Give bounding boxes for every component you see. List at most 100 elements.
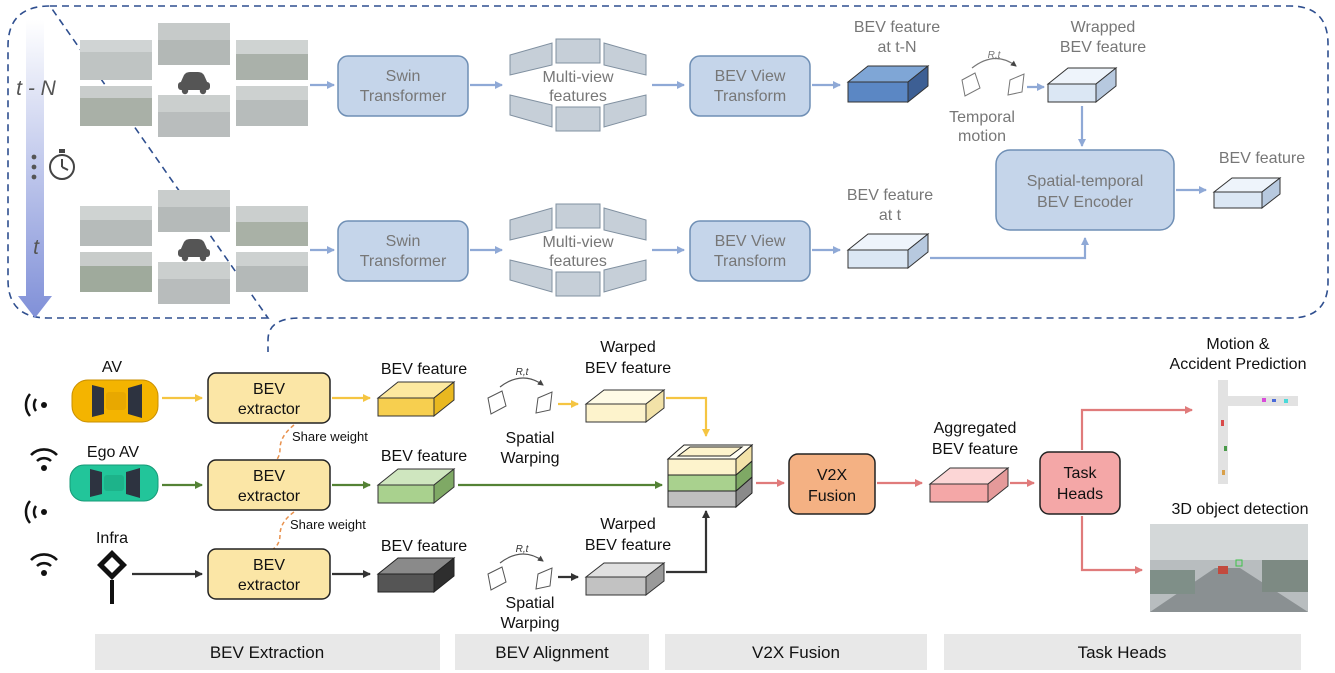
bev-feature-infra-label: BEV feature	[381, 538, 467, 555]
v2x-fusion-block: V2X Fusion	[788, 453, 876, 515]
motion-prediction-map	[1200, 378, 1298, 486]
warped-bev-cube-infra	[584, 561, 666, 597]
rt-label: R,t	[988, 50, 1002, 61]
svg-text:Heads: Heads	[1057, 486, 1103, 503]
bev-extractor-infra: BEV extractor	[207, 548, 331, 600]
object-detection-label: 3D object detection	[1172, 501, 1309, 518]
bev-feature-cube-t	[846, 232, 930, 270]
svg-text:Transformer: Transformer	[360, 88, 447, 105]
bev-feature-cube-ego	[376, 467, 456, 505]
timeline-label-top: t - N	[16, 77, 56, 100]
svg-text:extractor: extractor	[238, 488, 301, 505]
svg-text:Transform: Transform	[714, 88, 786, 105]
agent-infra-label: Infra	[96, 530, 128, 547]
camera-views-t-minus-n	[80, 23, 308, 137]
svg-text:Transformer: Transformer	[360, 253, 447, 270]
car-icon	[178, 239, 210, 262]
spatial-temporal-bev-encoder: Spatial-temporal BEV Encoder	[995, 149, 1175, 231]
wrapped-bev-feature-cube	[1046, 66, 1118, 104]
svg-text:Swin: Swin	[386, 68, 421, 85]
bev-feature-cube-av	[376, 380, 456, 418]
bev-feature-cube-t-minus-n	[846, 64, 930, 104]
svg-text:Spatial-temporal: Spatial-temporal	[1027, 173, 1144, 190]
rt-label-av: R,t	[516, 367, 530, 378]
spatial-warping-infra-sublabel: Warping	[501, 615, 560, 632]
bev-extractor-ego: BEV extractor	[207, 459, 331, 511]
aggregated-bev-label: Aggregated	[934, 420, 1017, 437]
stage-bev-extraction: BEV Extraction	[210, 643, 324, 662]
svg-text:Swin: Swin	[386, 233, 421, 250]
share-weight-label: Share weight	[290, 517, 366, 532]
svg-text:Multi-view: Multi-view	[542, 69, 614, 86]
aggregated-bev-cube	[928, 466, 1010, 504]
svg-text:features: features	[549, 253, 607, 270]
svg-text:BEV View: BEV View	[715, 233, 786, 250]
stage-bev-alignment: BEV Alignment	[495, 643, 609, 662]
bev-feature-av-label: BEV feature	[381, 361, 467, 378]
spatial-warp-icon-infra	[487, 553, 553, 591]
timeline-label-bottom: t	[33, 236, 40, 259]
svg-text:BEV: BEV	[253, 381, 285, 398]
svg-text:Fusion: Fusion	[808, 488, 856, 505]
svg-text:extractor: extractor	[238, 577, 301, 594]
agent-ego-av-label: Ego AV	[87, 444, 140, 461]
svg-text:V2X: V2X	[817, 467, 848, 484]
svg-text:BEV View: BEV View	[715, 68, 786, 85]
bev-feature-t-n-label: BEV feature	[854, 19, 940, 36]
aggregated-bev-sublabel: BEV feature	[932, 441, 1018, 458]
signal-icon	[24, 500, 47, 524]
rt-label-infra: R,t	[516, 544, 530, 555]
bev-view-transform-block-1: BEV View Transform	[689, 55, 811, 117]
temporal-motion-sublabel: motion	[958, 128, 1006, 145]
spatial-warping-infra-label: Spatial	[506, 595, 555, 612]
bev-view-transform-block-2: BEV View Transform	[689, 220, 811, 282]
stage-task-heads: Task Heads	[1078, 643, 1167, 662]
stacked-bev-features	[666, 443, 754, 509]
svg-text:Multi-view: Multi-view	[542, 234, 614, 251]
stopwatch-icon	[49, 149, 75, 180]
camera-views-t	[80, 190, 308, 304]
stage-v2x-fusion: V2X Fusion	[752, 643, 840, 662]
bev-feature-t-n-sublabel: at t-N	[877, 39, 916, 56]
wifi-icon	[30, 553, 58, 576]
svg-text:Transform: Transform	[714, 253, 786, 270]
car-icon	[178, 72, 210, 95]
warped-bev-infra-label: Warped	[600, 516, 655, 533]
swin-transformer-block-1: Swin Transformer	[337, 55, 469, 117]
svg-text:BEV Encoder: BEV Encoder	[1037, 194, 1134, 211]
multiview-features-2: Multi-view features	[509, 203, 647, 297]
bev-feature-t-sublabel: at t	[879, 207, 902, 224]
bev-feature-ego-label: BEV feature	[381, 448, 467, 465]
bev-extractor-av: BEV extractor	[207, 372, 331, 424]
wrapped-bev-label: Wrapped	[1071, 19, 1136, 36]
bev-feature-output-cube	[1212, 176, 1282, 210]
av-car-icon	[71, 379, 159, 423]
svg-text:BEV: BEV	[253, 557, 285, 574]
svg-text:extractor: extractor	[238, 401, 301, 418]
svg-text:features: features	[549, 88, 607, 105]
warped-bev-av-sublabel: BEV feature	[585, 360, 671, 377]
wifi-icon	[30, 448, 58, 471]
warped-bev-av-label: Warped	[600, 339, 655, 356]
motion-transform-icon	[961, 57, 1025, 97]
timeline: t - N t	[16, 20, 57, 318]
agent-av-label: AV	[102, 359, 122, 376]
signal-icon	[24, 393, 47, 417]
svg-text:BEV: BEV	[253, 468, 285, 485]
svg-text:Task: Task	[1064, 465, 1098, 482]
share-weight-label: Share weight	[292, 429, 368, 444]
wrapped-bev-sublabel: BEV feature	[1060, 39, 1146, 56]
warped-bev-infra-sublabel: BEV feature	[585, 537, 671, 554]
motion-prediction-sublabel: Accident Prediction	[1170, 356, 1307, 373]
bev-feature-t-label: BEV feature	[847, 187, 933, 204]
stage-bar: BEV Extraction BEV Alignment V2X Fusion …	[95, 634, 1301, 670]
swin-transformer-block-2: Swin Transformer	[337, 220, 469, 282]
multiview-features-1: Multi-view features	[509, 38, 647, 132]
motion-prediction-label: Motion &	[1206, 336, 1269, 353]
ego-car-icon	[69, 464, 159, 502]
task-heads-block: Task Heads	[1039, 451, 1121, 515]
temporal-motion-label: Temporal	[949, 109, 1015, 126]
temporal-region-border	[7, 5, 1329, 352]
bev-feature-output-label: BEV feature	[1219, 150, 1305, 167]
warped-bev-cube-av	[584, 388, 666, 424]
